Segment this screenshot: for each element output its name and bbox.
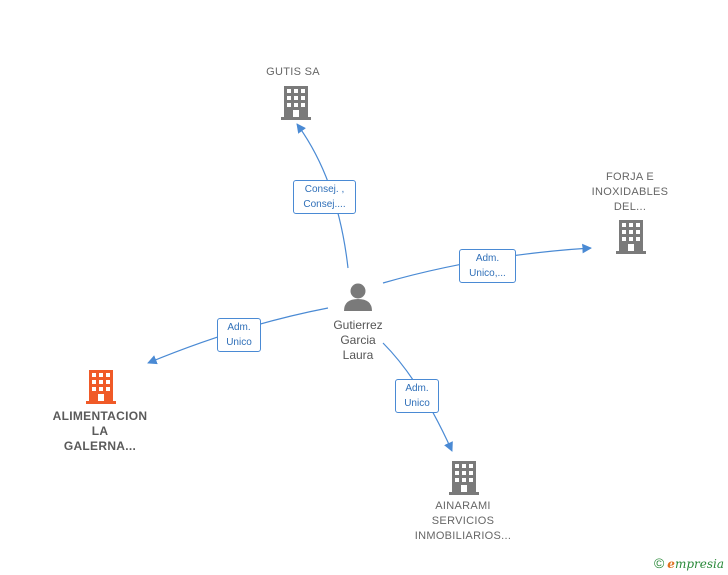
edge-label-alimentacion[interactable]: Adm. Unico	[217, 318, 261, 352]
company-name-line: INOXIDABLES	[591, 186, 669, 198]
edge-role-line: Consej. ,	[304, 184, 345, 195]
person-name-line: Garcia	[340, 333, 376, 347]
person-name-line: Laura	[342, 348, 374, 362]
edge-label-gutis[interactable]: Consej. , Consej....	[293, 180, 356, 214]
edge-role-line: Consej....	[303, 199, 346, 210]
company-node-ainarami[interactable]: AINARAMI SERVICIOS INMOBILIARIOS...	[404, 499, 522, 544]
company-name-line: LA	[91, 424, 109, 438]
footer-brand[interactable]: ©empresia	[654, 555, 724, 571]
company-name-line: FORJA E	[606, 171, 654, 183]
building-icon	[86, 370, 116, 404]
company-node-gutis[interactable]: GUTIS SA	[246, 65, 340, 80]
company-name-line: INMOBILIARIOS...	[414, 530, 512, 542]
person-icon	[344, 283, 372, 311]
brand-first-letter: e	[667, 557, 675, 571]
building-icon	[616, 220, 646, 254]
edge-label-ainarami[interactable]: Adm. Unico	[395, 379, 439, 413]
company-name-line: GUTIS SA	[266, 66, 320, 78]
company-name-line: GALERNA...	[63, 439, 137, 453]
company-node-alimentacion[interactable]: ALIMENTACION LA GALERNA...	[40, 409, 160, 454]
company-name-line: ALIMENTACION	[52, 409, 148, 423]
brand-rest: mpresia	[674, 557, 724, 571]
person-node-label[interactable]: Gutierrez Garcia Laura	[318, 318, 398, 363]
building-icon	[281, 86, 311, 120]
edge-label-forja[interactable]: Adm. Unico,...	[459, 249, 516, 283]
building-icon	[449, 461, 479, 495]
company-name-line: AINARAMI	[435, 500, 491, 512]
company-node-forja[interactable]: FORJA E INOXIDABLES DEL...	[582, 170, 678, 215]
edge-role-line: Adm.	[227, 322, 251, 333]
company-name-line: DEL...	[613, 201, 647, 213]
edge-role-line: Unico,...	[469, 268, 506, 279]
person-name-line: Gutierrez	[333, 318, 383, 332]
company-name-line: SERVICIOS	[431, 515, 495, 527]
edge-role-line: Adm.	[475, 253, 500, 264]
copyright-icon: ©	[653, 555, 665, 571]
edge-role-line: Unico	[404, 398, 430, 409]
edge-role-line: Adm.	[405, 383, 429, 394]
brand-logo: empresia	[667, 557, 724, 571]
edge-role-line: Unico	[226, 337, 252, 348]
